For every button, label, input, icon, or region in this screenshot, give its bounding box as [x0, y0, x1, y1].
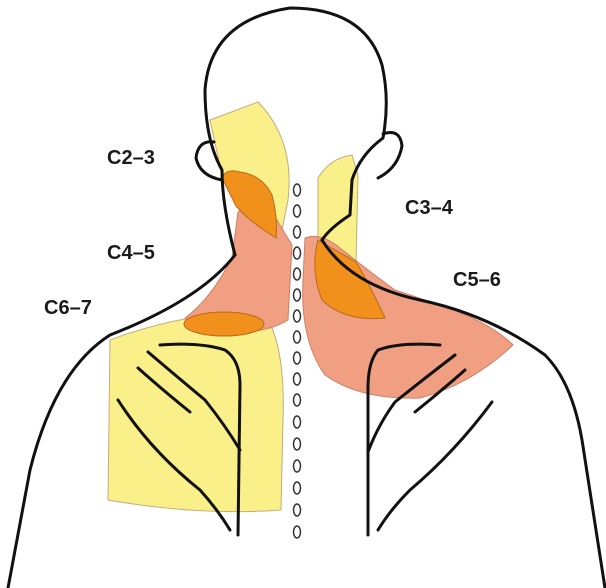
label-c6-7: C6–7	[44, 298, 92, 318]
overlap-c4-5-c6-7	[184, 312, 264, 336]
label-c2-3: C2–3	[107, 148, 155, 168]
label-c3-4: C3–4	[405, 198, 453, 218]
zone-c6-7	[108, 318, 283, 512]
label-c5-6: C5–6	[453, 270, 501, 290]
label-c4-5: C4–5	[107, 243, 155, 263]
